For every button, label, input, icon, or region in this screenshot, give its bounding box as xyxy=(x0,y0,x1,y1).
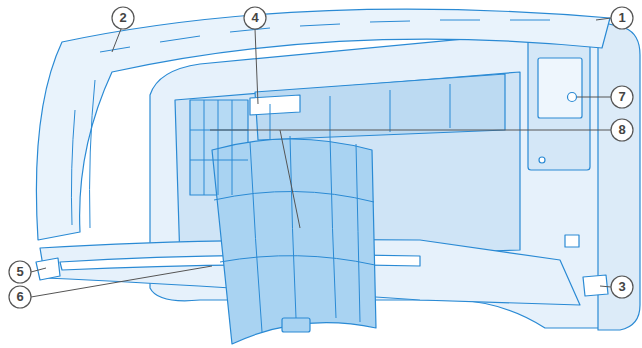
callout-number: 8 xyxy=(611,119,633,141)
callout-circle xyxy=(112,7,134,29)
callout-number: 1 xyxy=(611,7,633,29)
connector xyxy=(565,235,579,247)
control-box xyxy=(528,40,590,170)
callout-circle xyxy=(611,119,633,141)
screw xyxy=(539,157,545,163)
callout-number: 5 xyxy=(9,261,31,283)
callout-number: 3 xyxy=(611,276,633,298)
callout-circle xyxy=(9,286,31,308)
display-panel xyxy=(583,275,608,296)
callout-number: 2 xyxy=(112,7,134,29)
filter-tab xyxy=(282,318,310,332)
callout-circle xyxy=(9,261,31,283)
callout-circle xyxy=(611,7,633,29)
control-cover xyxy=(538,58,582,118)
front-filter xyxy=(212,139,376,344)
callout-circle xyxy=(611,276,633,298)
leader-lines xyxy=(31,18,611,297)
callout-number: 4 xyxy=(244,7,266,29)
callout-circle xyxy=(244,7,266,29)
callout-circle xyxy=(611,86,633,108)
reset-button xyxy=(568,93,577,102)
callout-number: 7 xyxy=(611,86,633,108)
detail-lines xyxy=(71,20,550,332)
callout-number: 6 xyxy=(9,286,31,308)
vane xyxy=(36,258,60,280)
